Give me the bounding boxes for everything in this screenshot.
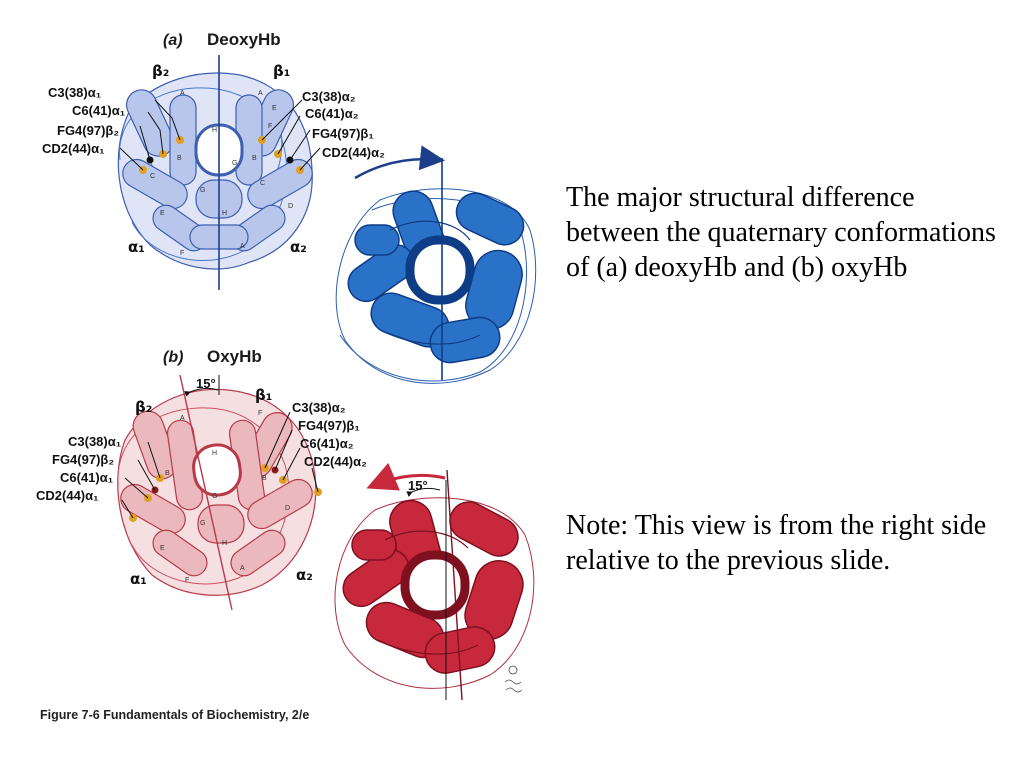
oxy-beta1-label: β₁ <box>255 386 272 404</box>
svg-text:H: H <box>212 450 217 457</box>
oxy-angle-top: 15° <box>196 376 216 391</box>
oxy-rotation-arrow <box>366 462 446 491</box>
deoxy-side-diagram <box>335 158 537 384</box>
deoxy-right-label-2: C6(41)α₂ <box>305 106 359 121</box>
svg-text:B: B <box>262 475 267 482</box>
hemoglobin-figure: (a) DeoxyHb A A H B B G G C H E <box>36 30 537 701</box>
deoxy-panel: (a) DeoxyHb A A H B B G G C H E <box>42 30 537 384</box>
svg-text:G: G <box>200 520 205 527</box>
oxy-side-diagram <box>334 469 535 701</box>
svg-text:B: B <box>177 155 182 162</box>
svg-text:F: F <box>268 123 272 130</box>
svg-text:G: G <box>200 187 205 194</box>
svg-text:B: B <box>165 470 170 477</box>
oxy-right-label-4: CD2(44)α₂ <box>304 454 367 469</box>
deoxy-beta1-label: β₁ <box>273 62 290 80</box>
panel-a-letter: (a) <box>163 32 183 49</box>
oxy-front-diagram: A F H B G B G H E F A D <box>117 374 322 611</box>
svg-text:F: F <box>180 250 184 257</box>
oxy-alpha1-label: α₁ <box>130 570 147 588</box>
svg-text:H: H <box>222 540 227 547</box>
oxy-right-label-3: C6(41)α₂ <box>300 436 354 451</box>
svg-text:G: G <box>232 160 237 167</box>
svg-text:D: D <box>285 505 290 512</box>
svg-text:E: E <box>272 105 277 112</box>
oxy-alpha2-label: α₂ <box>296 566 313 584</box>
deoxy-right-label-3: FG4(97)β₁ <box>312 126 374 141</box>
svg-text:A: A <box>180 415 185 422</box>
description-text: The major structural difference between … <box>566 182 996 283</box>
svg-text:E: E <box>160 210 165 217</box>
oxy-panel: (b) OxyHb A F H B G B G H E F A D <box>36 347 535 701</box>
panel-b-title: OxyHb <box>207 347 262 366</box>
figure-caption: Figure 7-6 Fundamentals of Biochemistry,… <box>40 708 310 722</box>
oxy-residue-labels: 15° C3(38)α₁ FG4(97)β₂ C6(41)α₁ CD2(44)α… <box>36 376 367 588</box>
svg-text:C: C <box>150 173 155 180</box>
deoxy-alpha1-label: α₁ <box>128 238 145 256</box>
svg-text:D: D <box>288 203 293 210</box>
svg-text:C: C <box>260 180 265 187</box>
deoxy-left-label-4: CD2(44)α₁ <box>42 141 105 156</box>
svg-text:A: A <box>180 90 185 97</box>
deoxy-right-label-1: C3(38)α₂ <box>302 89 356 104</box>
oxy-angle-side: 15° <box>408 478 428 493</box>
svg-text:G: G <box>212 493 217 500</box>
svg-text:B: B <box>252 155 257 162</box>
panel-b-letter: (b) <box>163 349 183 366</box>
deoxy-beta2-label: β₂ <box>152 62 169 80</box>
svg-text:H: H <box>222 210 227 217</box>
deoxy-rotation-arrow <box>354 145 445 180</box>
oxy-beta2-label: β₂ <box>135 398 152 416</box>
svg-text:A: A <box>240 243 245 250</box>
oxy-left-label-1: C3(38)α₁ <box>68 434 121 449</box>
svg-text:H: H <box>212 127 217 134</box>
svg-text:F: F <box>258 410 262 417</box>
svg-text:F: F <box>185 577 189 584</box>
artist-signature-mark <box>504 665 523 693</box>
oxy-left-label-3: C6(41)α₁ <box>60 470 113 485</box>
svg-text:A: A <box>240 565 245 572</box>
deoxy-front-diagram: A A H B B G G C H E E F F A D C <box>117 55 321 290</box>
oxy-left-label-4: CD2(44)α₁ <box>36 488 99 503</box>
deoxy-right-label-4: CD2(44)α₂ <box>322 145 385 160</box>
svg-text:E: E <box>160 545 165 552</box>
deoxy-left-label-3: FG4(97)β₂ <box>57 123 119 138</box>
deoxy-alpha2-label: α₂ <box>290 238 307 256</box>
deoxy-residue-labels: C3(38)α₁ C6(41)α₁ FG4(97)β₂ CD2(44)α₁ C3… <box>42 62 385 256</box>
oxy-right-label-2: FG4(97)β₁ <box>298 418 360 433</box>
panel-a-title: DeoxyHb <box>207 30 281 49</box>
note-text: Note: This view is from the right side r… <box>566 510 987 576</box>
deoxy-left-label-1: C3(38)α₁ <box>48 85 101 100</box>
svg-text:A: A <box>258 90 263 97</box>
oxy-right-label-1: C3(38)α₂ <box>292 400 346 415</box>
deoxy-left-label-2: C6(41)α₁ <box>72 103 125 118</box>
oxy-left-label-2: FG4(97)β₂ <box>52 452 114 467</box>
